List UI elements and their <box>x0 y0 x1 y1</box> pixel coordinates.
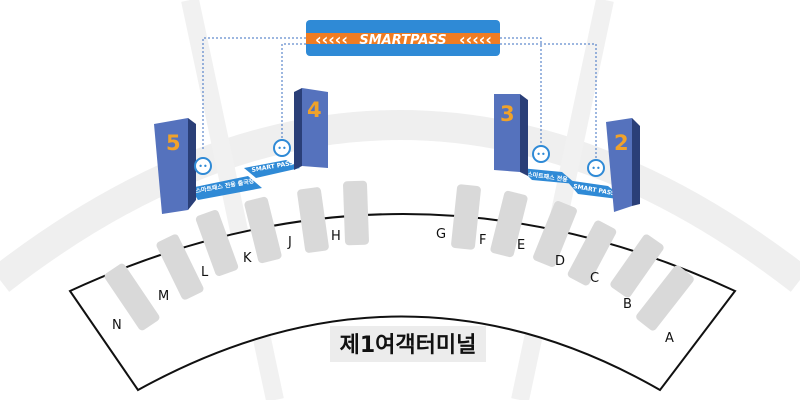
gate-counter-j[interactable] <box>297 187 330 254</box>
terminal-name: 제1여객터미널 <box>340 333 477 358</box>
gates-layer <box>103 180 696 332</box>
guide-line-gate-4 <box>281 43 306 138</box>
gate-counter-h[interactable] <box>343 180 369 246</box>
smartpass-gate-3[interactable]: 스마트패스 전용 3 •• <box>494 94 576 184</box>
gate-counter-m[interactable] <box>155 233 205 301</box>
guide-lines <box>202 37 597 160</box>
smartpass-chevrons-right: ‹‹‹‹‹ <box>459 30 492 49</box>
gate-3-pillar-front <box>494 94 520 172</box>
gate-4-floor-mat <box>244 160 300 178</box>
gate-counter-e[interactable] <box>490 190 529 258</box>
gate-4-pillar-front <box>302 88 328 168</box>
gate-label-k: K <box>243 251 252 266</box>
gate-3-pillar-side <box>520 94 528 176</box>
gate-labels: A B C D E F G H J K L M N <box>112 227 674 346</box>
gate-label-e: E <box>517 238 525 253</box>
gate-label-d: D <box>555 254 565 269</box>
gate-5-pillar-front <box>154 118 188 214</box>
smartpass-gate-4[interactable]: SMART PASS 4 •• <box>244 88 328 178</box>
gate-4-pillar-side <box>294 88 302 170</box>
smartpass-stripe <box>306 33 500 44</box>
smartpass-logo-text: SMARTPASS <box>359 33 446 48</box>
smartpass-logo: ‹‹‹‹‹ SMARTPASS ‹‹‹‹‹ <box>306 20 500 56</box>
gate-3-floor-mat <box>520 168 576 184</box>
gate-5-pillar-side <box>188 118 196 210</box>
gate-label-h: H <box>331 229 341 244</box>
gate-label-l: L <box>201 265 209 280</box>
gate-counter-f[interactable] <box>451 184 482 250</box>
gate-5-footprints-glyph: •• <box>198 162 207 171</box>
gate-5-footprints-icon <box>194 157 212 175</box>
gate-counter-b[interactable] <box>609 233 665 299</box>
gate-label-f: F <box>479 233 486 248</box>
gate-label-j: J <box>287 235 292 250</box>
gate-4-footprints-glyph: •• <box>277 144 286 153</box>
gate-2-footprints-icon <box>587 159 605 177</box>
gate-5-number: 5 <box>166 131 181 155</box>
gate-5-floor-mat <box>190 176 262 200</box>
guide-line-gate-3 <box>500 37 542 146</box>
gate-label-b: B <box>623 297 632 312</box>
gate-3-footprints-glyph: •• <box>536 150 545 159</box>
terminal-label-background <box>330 326 486 362</box>
smartpass-chevrons-left: ‹‹‹‹‹ <box>315 30 348 49</box>
gate-label-m: M <box>158 289 169 304</box>
gate-counter-k[interactable] <box>244 196 283 264</box>
gate-2-pillar-front <box>606 118 632 212</box>
smartpass-gate-2[interactable]: SMART PASS 2 •• <box>566 118 640 212</box>
gate-3-footprints-icon <box>532 145 550 163</box>
gate-label-a: A <box>665 331 674 346</box>
background-arc <box>0 110 800 292</box>
guide-line-gate-5 <box>202 37 306 150</box>
gate-2-number: 2 <box>614 131 629 155</box>
gate-2-footprints-glyph: •• <box>591 164 600 173</box>
gate-counter-l[interactable] <box>195 209 239 277</box>
gate-label-g: G <box>436 227 446 242</box>
gate-4-footprints-icon <box>273 139 291 157</box>
gate-3-number: 3 <box>500 102 515 126</box>
gate-4-number: 4 <box>307 98 322 122</box>
gate-counter-c[interactable] <box>566 219 617 287</box>
guide-line-gate-2 <box>500 43 597 160</box>
gate-2-floor-mat <box>566 180 626 200</box>
gate-counter-a[interactable] <box>635 264 696 332</box>
gate-label-c: C <box>590 271 599 286</box>
gate-counter-d[interactable] <box>532 200 578 268</box>
terminal-outline <box>68 213 737 392</box>
smartpass-gate-5[interactable]: 스마트패스 전용 출국장 5 •• <box>154 118 262 214</box>
gate-counter-n[interactable] <box>103 262 161 332</box>
gate-label-n: N <box>112 318 122 333</box>
gate-2-pillar-side <box>632 118 640 206</box>
